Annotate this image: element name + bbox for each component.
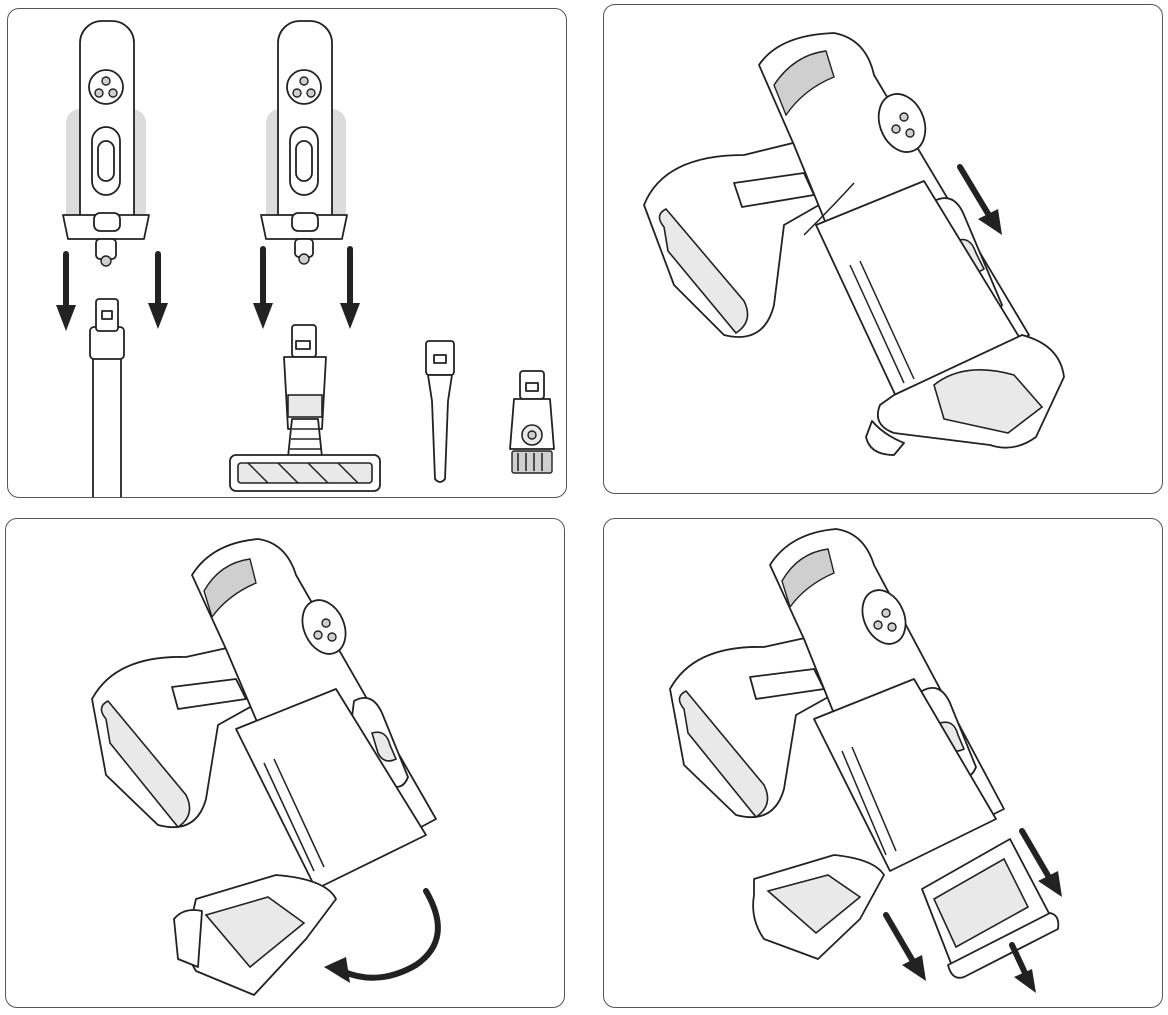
handheld-unit-front-view-left — [62, 20, 150, 267]
down-arrow-icon — [340, 246, 360, 329]
down-arrow-icon — [148, 251, 168, 329]
handheld-unit-angled-open — [91, 538, 437, 996]
handheld-unit-front-view-right — [260, 20, 348, 265]
handheld-unit-angled — [643, 32, 1065, 456]
step-2-panel — [603, 4, 1163, 494]
extension-tube — [89, 298, 125, 497]
down-arrow-icon — [1009, 942, 1036, 993]
step-3-panel — [5, 518, 565, 1008]
step-4-panel — [603, 518, 1163, 1008]
crevice-tool — [425, 340, 455, 483]
step-3-illustration — [91, 538, 441, 996]
step-1-panel — [7, 8, 567, 498]
step-1-illustration — [56, 20, 555, 497]
floor-brush-head — [229, 324, 381, 492]
down-arrow-icon — [56, 251, 76, 331]
dusting-brush — [509, 370, 555, 474]
down-arrow-icon — [253, 246, 273, 329]
step-2-illustration — [643, 32, 1065, 456]
rotate-arrow-icon — [324, 888, 441, 983]
step-4-illustration — [669, 528, 1062, 993]
down-arrow-icon — [883, 912, 926, 981]
down-arrow-icon — [957, 164, 1002, 235]
down-arrow-icon — [1019, 828, 1062, 897]
handheld-unit-angled-bin-removed — [669, 528, 1060, 979]
